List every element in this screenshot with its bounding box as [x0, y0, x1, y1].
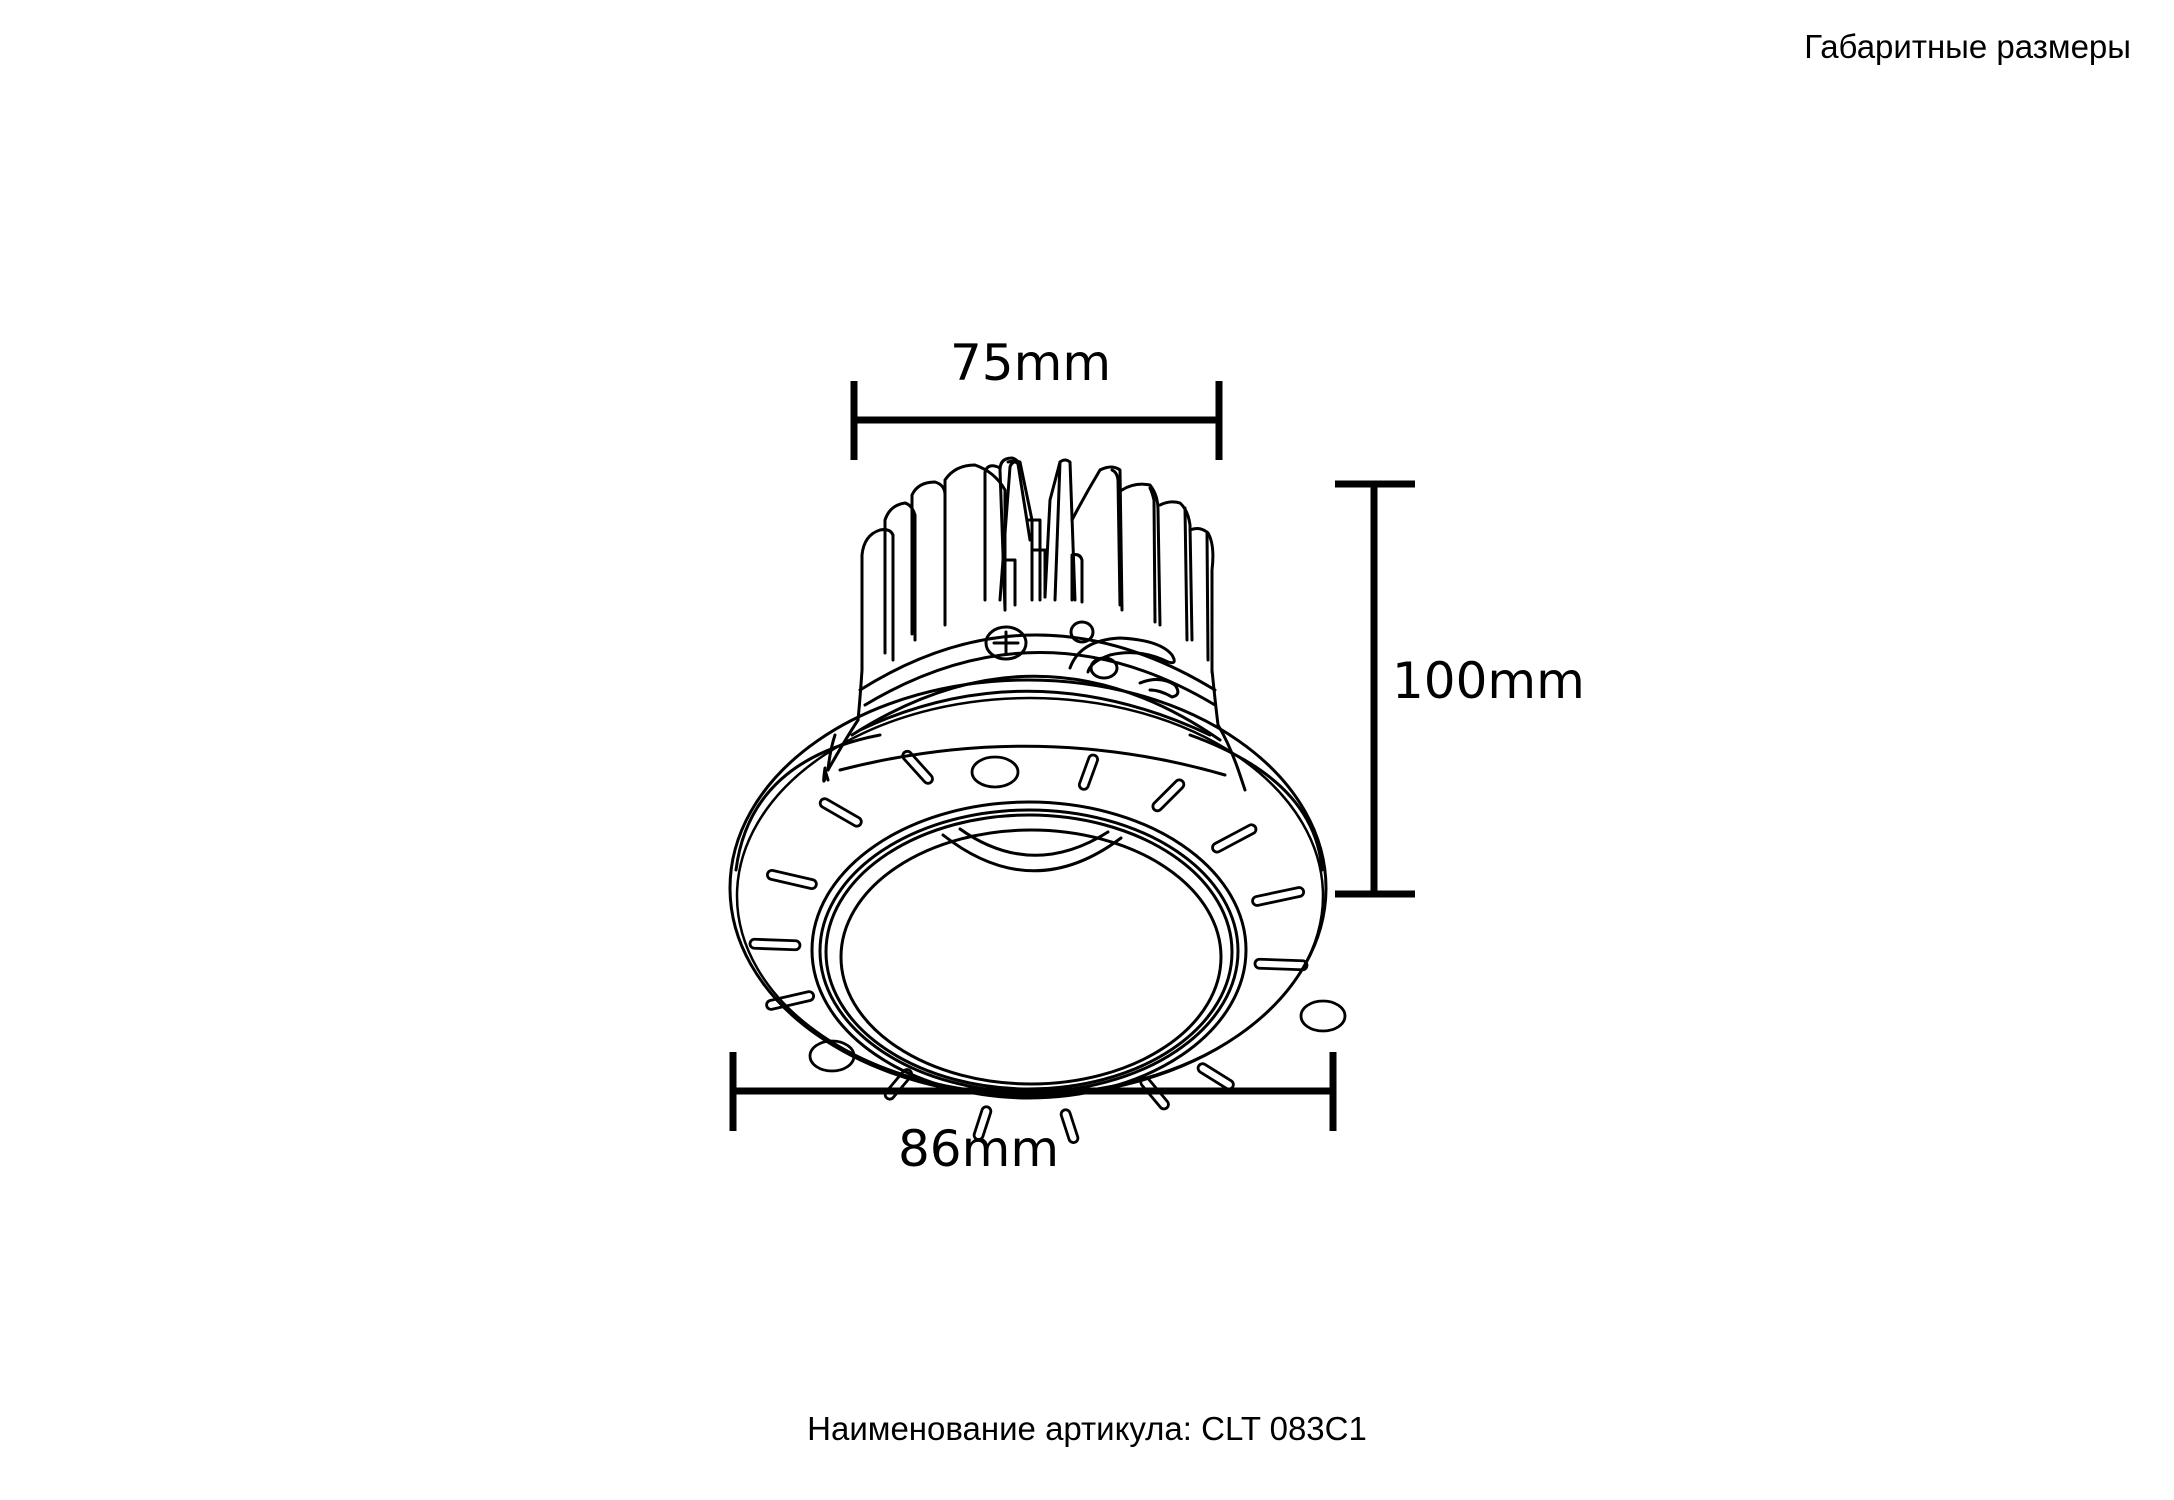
flange-slots [748, 749, 1347, 1144]
dimension-height-label: 100mm [1392, 652, 1585, 710]
dimension-right [1335, 480, 1415, 898]
dimension-flange-label: 86mm [898, 1120, 1060, 1178]
body-collar [826, 633, 1242, 777]
dimension-top-label: 75mm [950, 334, 1112, 392]
page-title: Габаритные размеры [1804, 28, 2131, 65]
dimension-top [850, 381, 1223, 460]
article-name: Наименование артикула: CLT 083C1 [807, 1410, 1367, 1447]
heatsink-fins [860, 456, 1215, 674]
trim-flange [728, 678, 1328, 1100]
collar-screw [984, 625, 1028, 661]
spring-bracket [1068, 620, 1180, 699]
